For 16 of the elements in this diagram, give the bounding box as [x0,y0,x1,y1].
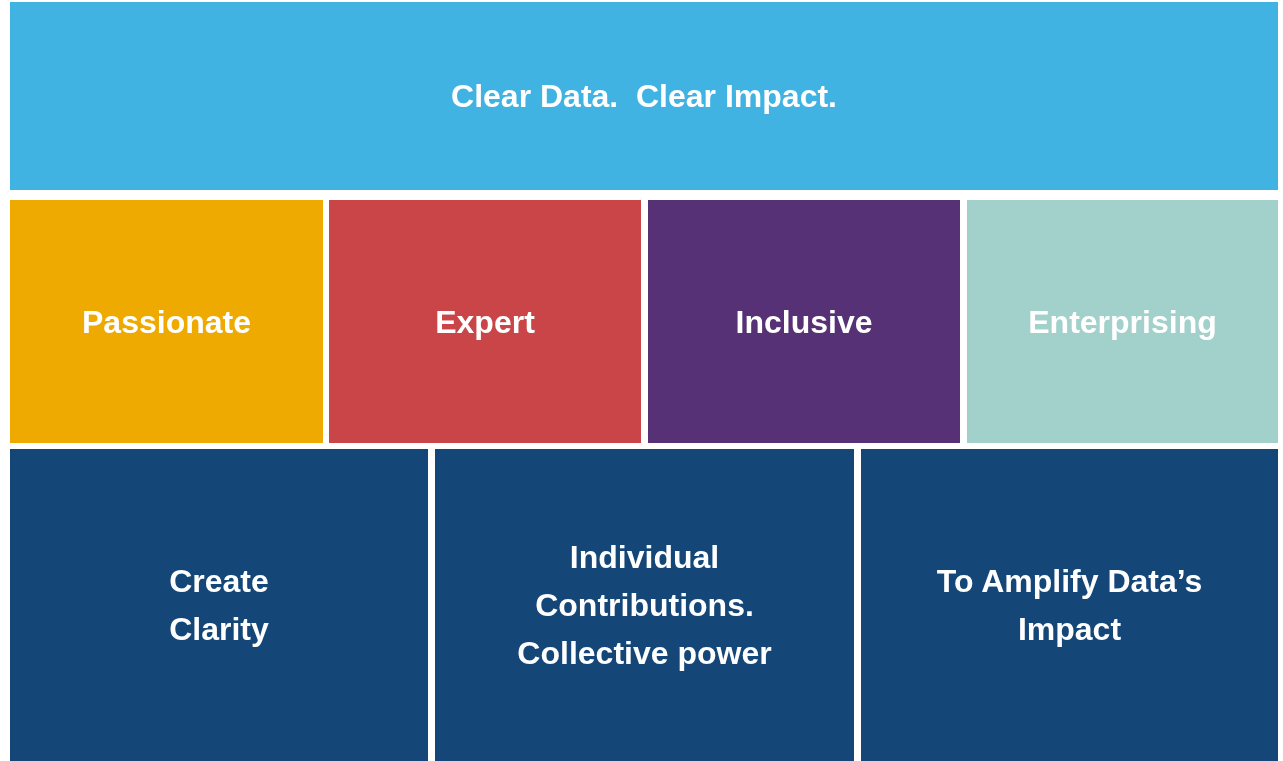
box-label: Inclusive [735,302,873,342]
mission-box [10,449,428,761]
box-label: Passionate [82,302,251,342]
title-text: Clear Data. Clear Impact. [451,77,837,116]
box-label: Create Clarity [168,562,270,649]
value-box [967,200,1278,443]
box-label: Enterprising [1028,302,1217,342]
box-label: Individual Contributions. Collective power [516,538,773,673]
box-label: Expert [435,302,535,342]
title-banner [10,2,1278,190]
value-box [329,200,641,443]
mission-box [861,449,1278,761]
value-box [10,200,323,443]
box-label: To Amplify Data’s Impact [935,562,1204,649]
mission-box [435,449,854,761]
value-box [648,200,960,443]
